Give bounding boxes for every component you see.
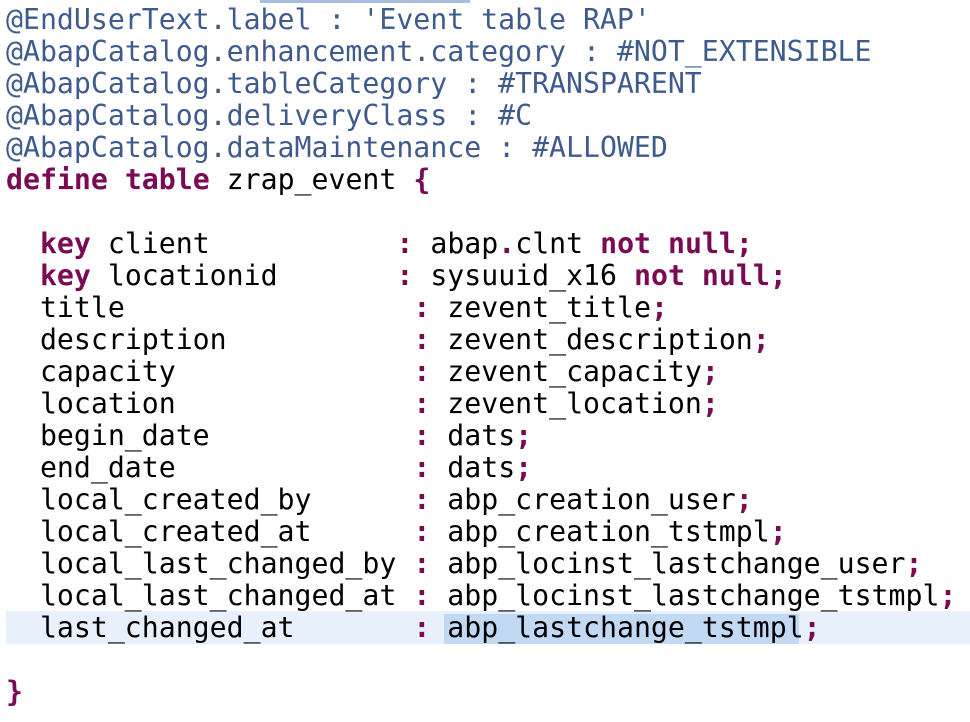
semicolon: ; [905, 547, 923, 580]
field-line[interactable]: last_changed_at : abp_lastchange_tstmpl; [6, 612, 821, 644]
field-type: dats [447, 419, 516, 452]
field-type: abp_locinst_lastchange_user [447, 547, 906, 580]
field-name: end_date [39, 451, 176, 484]
colon: : [413, 355, 431, 388]
field-name: locationid [107, 259, 278, 292]
annotation-line[interactable]: @AbapCatalog.enhancement.category : #NOT… [6, 36, 872, 68]
close-brace: } [6, 675, 23, 708]
field-name: local_last_changed_by [39, 547, 397, 580]
annotation-text: @AbapCatalog.deliveryClass : #C [6, 99, 533, 132]
field-line[interactable]: local_last_changed_by : abp_locinst_last… [6, 547, 923, 580]
field-line[interactable]: location : zevent_location; [6, 388, 719, 420]
field-name: title [39, 291, 125, 324]
colon: : [413, 451, 431, 484]
field-name: description [39, 323, 227, 356]
define-table-line[interactable]: define table zrap_event { [6, 164, 430, 196]
field-name: begin_date [39, 419, 210, 452]
not-keyword: not [634, 259, 685, 292]
colon: : [413, 291, 431, 324]
annotation-line[interactable]: @EndUserText.label : 'Event table RAP' [6, 4, 651, 36]
colon: : [413, 483, 431, 516]
field-name: client [107, 227, 210, 260]
annotation-text: @AbapCatalog.dataMaintenance : #ALLOWED [6, 131, 668, 164]
field-line[interactable]: title : zevent_title; [6, 292, 668, 324]
field-type: abp_creation_tstmpl [447, 515, 770, 548]
field-type: zevent_location [447, 387, 702, 420]
colon: : [413, 387, 431, 420]
null-keyword: null [701, 259, 770, 292]
open-brace: { [413, 163, 431, 196]
annotation-line[interactable]: @AbapCatalog.dataMaintenance : #ALLOWED [6, 132, 668, 164]
field-type: abp_locinst_lastchange_tstmpl [447, 579, 940, 612]
field-type: abp_lastchange_tstmpl [447, 611, 804, 644]
colon: : [413, 547, 431, 580]
semicolon: ; [769, 515, 787, 548]
field-name: local_created_by [39, 483, 312, 516]
field-type: zevent_title [447, 291, 651, 324]
colon: : [396, 227, 414, 260]
key-keyword: key [39, 227, 91, 260]
colon: : [413, 419, 431, 452]
semicolon: ; [735, 227, 753, 260]
table-keyword: table [124, 163, 210, 196]
field-line[interactable]: local_created_by : abp_creation_user; [6, 484, 753, 516]
semicolon: ; [735, 483, 753, 516]
define-keyword: define [6, 163, 108, 196]
field-type: zevent_description [447, 323, 753, 356]
not-keyword: not [600, 227, 652, 260]
table-name: zrap_event [226, 163, 397, 196]
semicolon: ; [515, 451, 533, 484]
field-type: dats [447, 451, 516, 484]
field-line[interactable]: local_created_at : abp_creation_tstmpl; [6, 516, 787, 548]
field-line[interactable]: local_last_changed_at : abp_locinst_last… [6, 580, 956, 612]
annotation-line[interactable]: @AbapCatalog.tableCategory : #TRANSPAREN… [6, 68, 702, 100]
field-line[interactable]: begin_date : dats; [6, 420, 532, 452]
annotation-line[interactable]: @AbapCatalog.deliveryClass : #C [6, 100, 532, 132]
field-line[interactable]: description : zevent_description; [6, 324, 770, 356]
annotation-text: @AbapCatalog.enhancement.category : #NOT… [6, 35, 872, 68]
semicolon: ; [752, 323, 770, 356]
colon: : [413, 323, 431, 356]
field-type: zevent_capacity [447, 355, 702, 388]
field-line[interactable]: key client : abap.clnt not null; [6, 228, 753, 260]
semicolon: ; [769, 259, 787, 292]
null-keyword: null [668, 227, 736, 260]
colon: : [413, 515, 431, 548]
text-selection [444, 614, 799, 644]
field-line[interactable]: capacity : zevent_capacity; [6, 356, 719, 388]
dot: . [498, 227, 516, 260]
colon: : [413, 611, 431, 644]
semicolon: ; [939, 579, 957, 612]
field-type: abp_creation_user [447, 483, 736, 516]
key-keyword: key [39, 259, 91, 292]
field-name: last_changed_at [39, 611, 295, 644]
field-type: abap [430, 227, 499, 260]
semicolon: ; [701, 355, 719, 388]
annotation-text: @AbapCatalog.tableCategory : #TRANSPAREN… [6, 67, 702, 100]
field-type: sysuuid_x16 [430, 259, 618, 292]
field-name: local_created_at [39, 515, 312, 548]
semicolon: ; [701, 387, 719, 420]
close-brace-line[interactable]: } [6, 676, 23, 708]
field-name: capacity [39, 355, 176, 388]
semicolon: ; [650, 291, 668, 324]
annotation-text: @EndUserText.label : 'Event table RAP' [6, 3, 651, 36]
field-name: local_last_changed_at [39, 579, 397, 612]
field-name: location [39, 387, 176, 420]
semicolon: ; [515, 419, 533, 452]
colon: : [396, 259, 414, 292]
colon: : [413, 579, 431, 612]
field-type: clnt [515, 227, 584, 260]
semicolon: ; [803, 611, 821, 644]
field-line[interactable]: key locationid : sysuuid_x16 not null; [6, 260, 787, 292]
editor-tab-indicator [260, 0, 470, 3]
field-line[interactable]: end_date : dats; [6, 452, 532, 484]
